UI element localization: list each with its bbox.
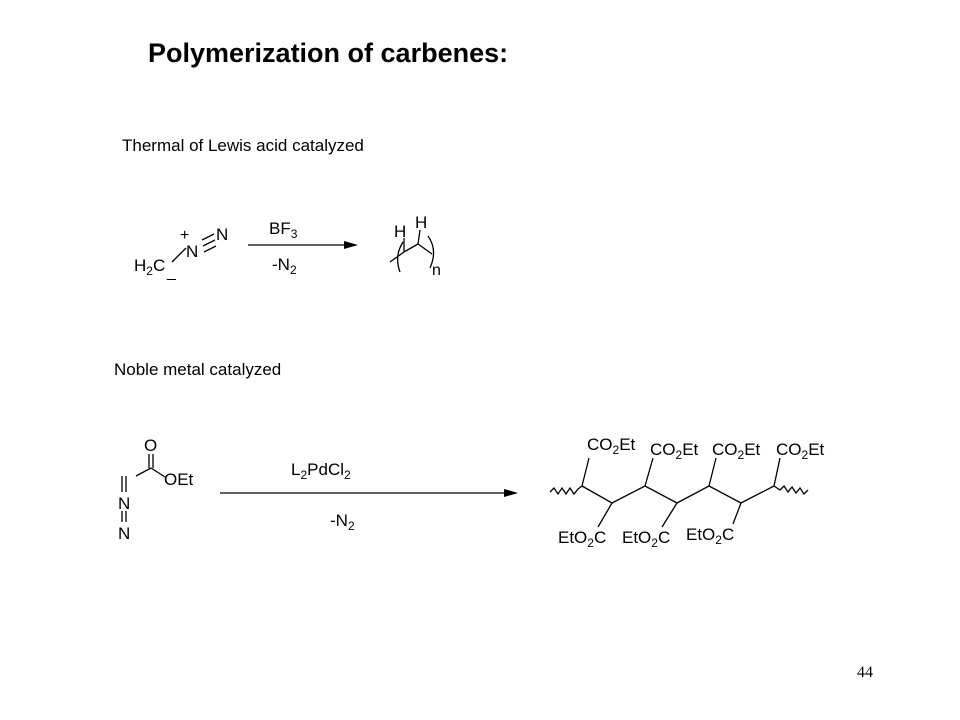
byproduct-n2-label-1: -N2 (272, 255, 297, 277)
page-number: 44 (857, 664, 873, 681)
ester-label-top-4: CO2Et (776, 440, 825, 462)
reactant-n1-label: N (118, 494, 130, 513)
ester-label-top-2: CO2Et (650, 440, 699, 462)
charge-plus-label: + (180, 227, 189, 244)
reactant-o-label: O (144, 436, 157, 455)
diazomethane-n2-label: N (216, 225, 228, 244)
reactant-oet-label: OEt (164, 470, 194, 489)
reagent-l2pdcl2-label: L2PdCl2 (291, 460, 351, 482)
reaction-arrow-1 (248, 241, 358, 249)
polymethylene-structure (389, 229, 435, 273)
ester-label-bottom-1: EtO2C (558, 528, 606, 550)
byproduct-n2-label-2: -N2 (330, 511, 355, 533)
ester-label-top-3: CO2Et (712, 440, 761, 462)
reagent-bf3-label: BF3 (269, 219, 298, 241)
ester-label-bottom-2: EtO2C (622, 528, 670, 550)
polymer-backbone (549, 457, 809, 528)
ethyl-diazoacetate-structure (121, 454, 166, 522)
ester-label-bottom-3: EtO2C (686, 525, 734, 547)
scheme1-heading: Thermal of Lewis acid catalyzed (122, 136, 364, 155)
slide-title: Polymerization of carbenes: (148, 38, 509, 68)
diazomethane-h2c-label: H2C (134, 256, 165, 278)
product-h-right-label: H (415, 213, 427, 232)
charge-minus-label: _ (166, 264, 177, 281)
product-n-subscript-label: n (432, 262, 441, 279)
reactant-n2-label: N (118, 524, 130, 543)
scheme2-heading: Noble metal catalyzed (114, 360, 282, 379)
reaction-arrow-2 (220, 489, 518, 497)
product-h-left-label: H (394, 222, 406, 241)
ester-label-top-1: CO2Et (587, 435, 636, 457)
diazomethane-structure (171, 233, 217, 263)
diazomethane-n1-label: N (186, 242, 198, 261)
